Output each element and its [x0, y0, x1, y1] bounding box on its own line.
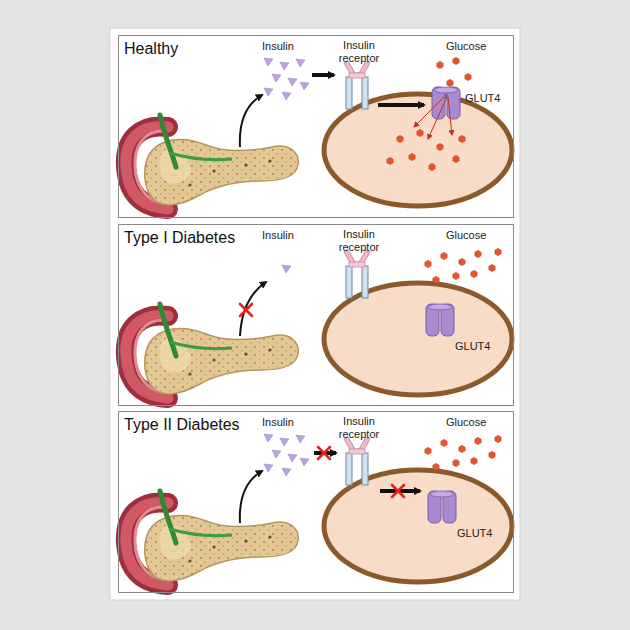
diabetes-panel: Type II Diabetes — [118, 411, 514, 593]
diabetes-panel: Type I Diabetes — [118, 224, 514, 406]
panel-title: Type II Diabetes — [124, 416, 240, 434]
glucose-label: Glucose — [446, 40, 486, 53]
glucose-label: Glucose — [446, 229, 486, 242]
glucose-label: Glucose — [446, 416, 486, 429]
receptor-label: Insulin receptor — [330, 39, 388, 65]
glut4-label: GLUT4 — [465, 92, 500, 105]
receptor-label: Insulin receptor — [330, 228, 388, 254]
panel-title: Healthy — [124, 40, 178, 58]
insulin-label: Insulin — [262, 229, 294, 242]
insulin-label: Insulin — [262, 40, 294, 53]
receptor-label: Insulin receptor — [330, 415, 388, 441]
panel-title: Type I Diabetes — [124, 229, 235, 247]
glut4-label: GLUT4 — [457, 527, 492, 540]
insulin-label: Insulin — [262, 416, 294, 429]
glut4-label: GLUT4 — [455, 340, 490, 353]
diabetes-panel: Healthy — [118, 35, 514, 218]
